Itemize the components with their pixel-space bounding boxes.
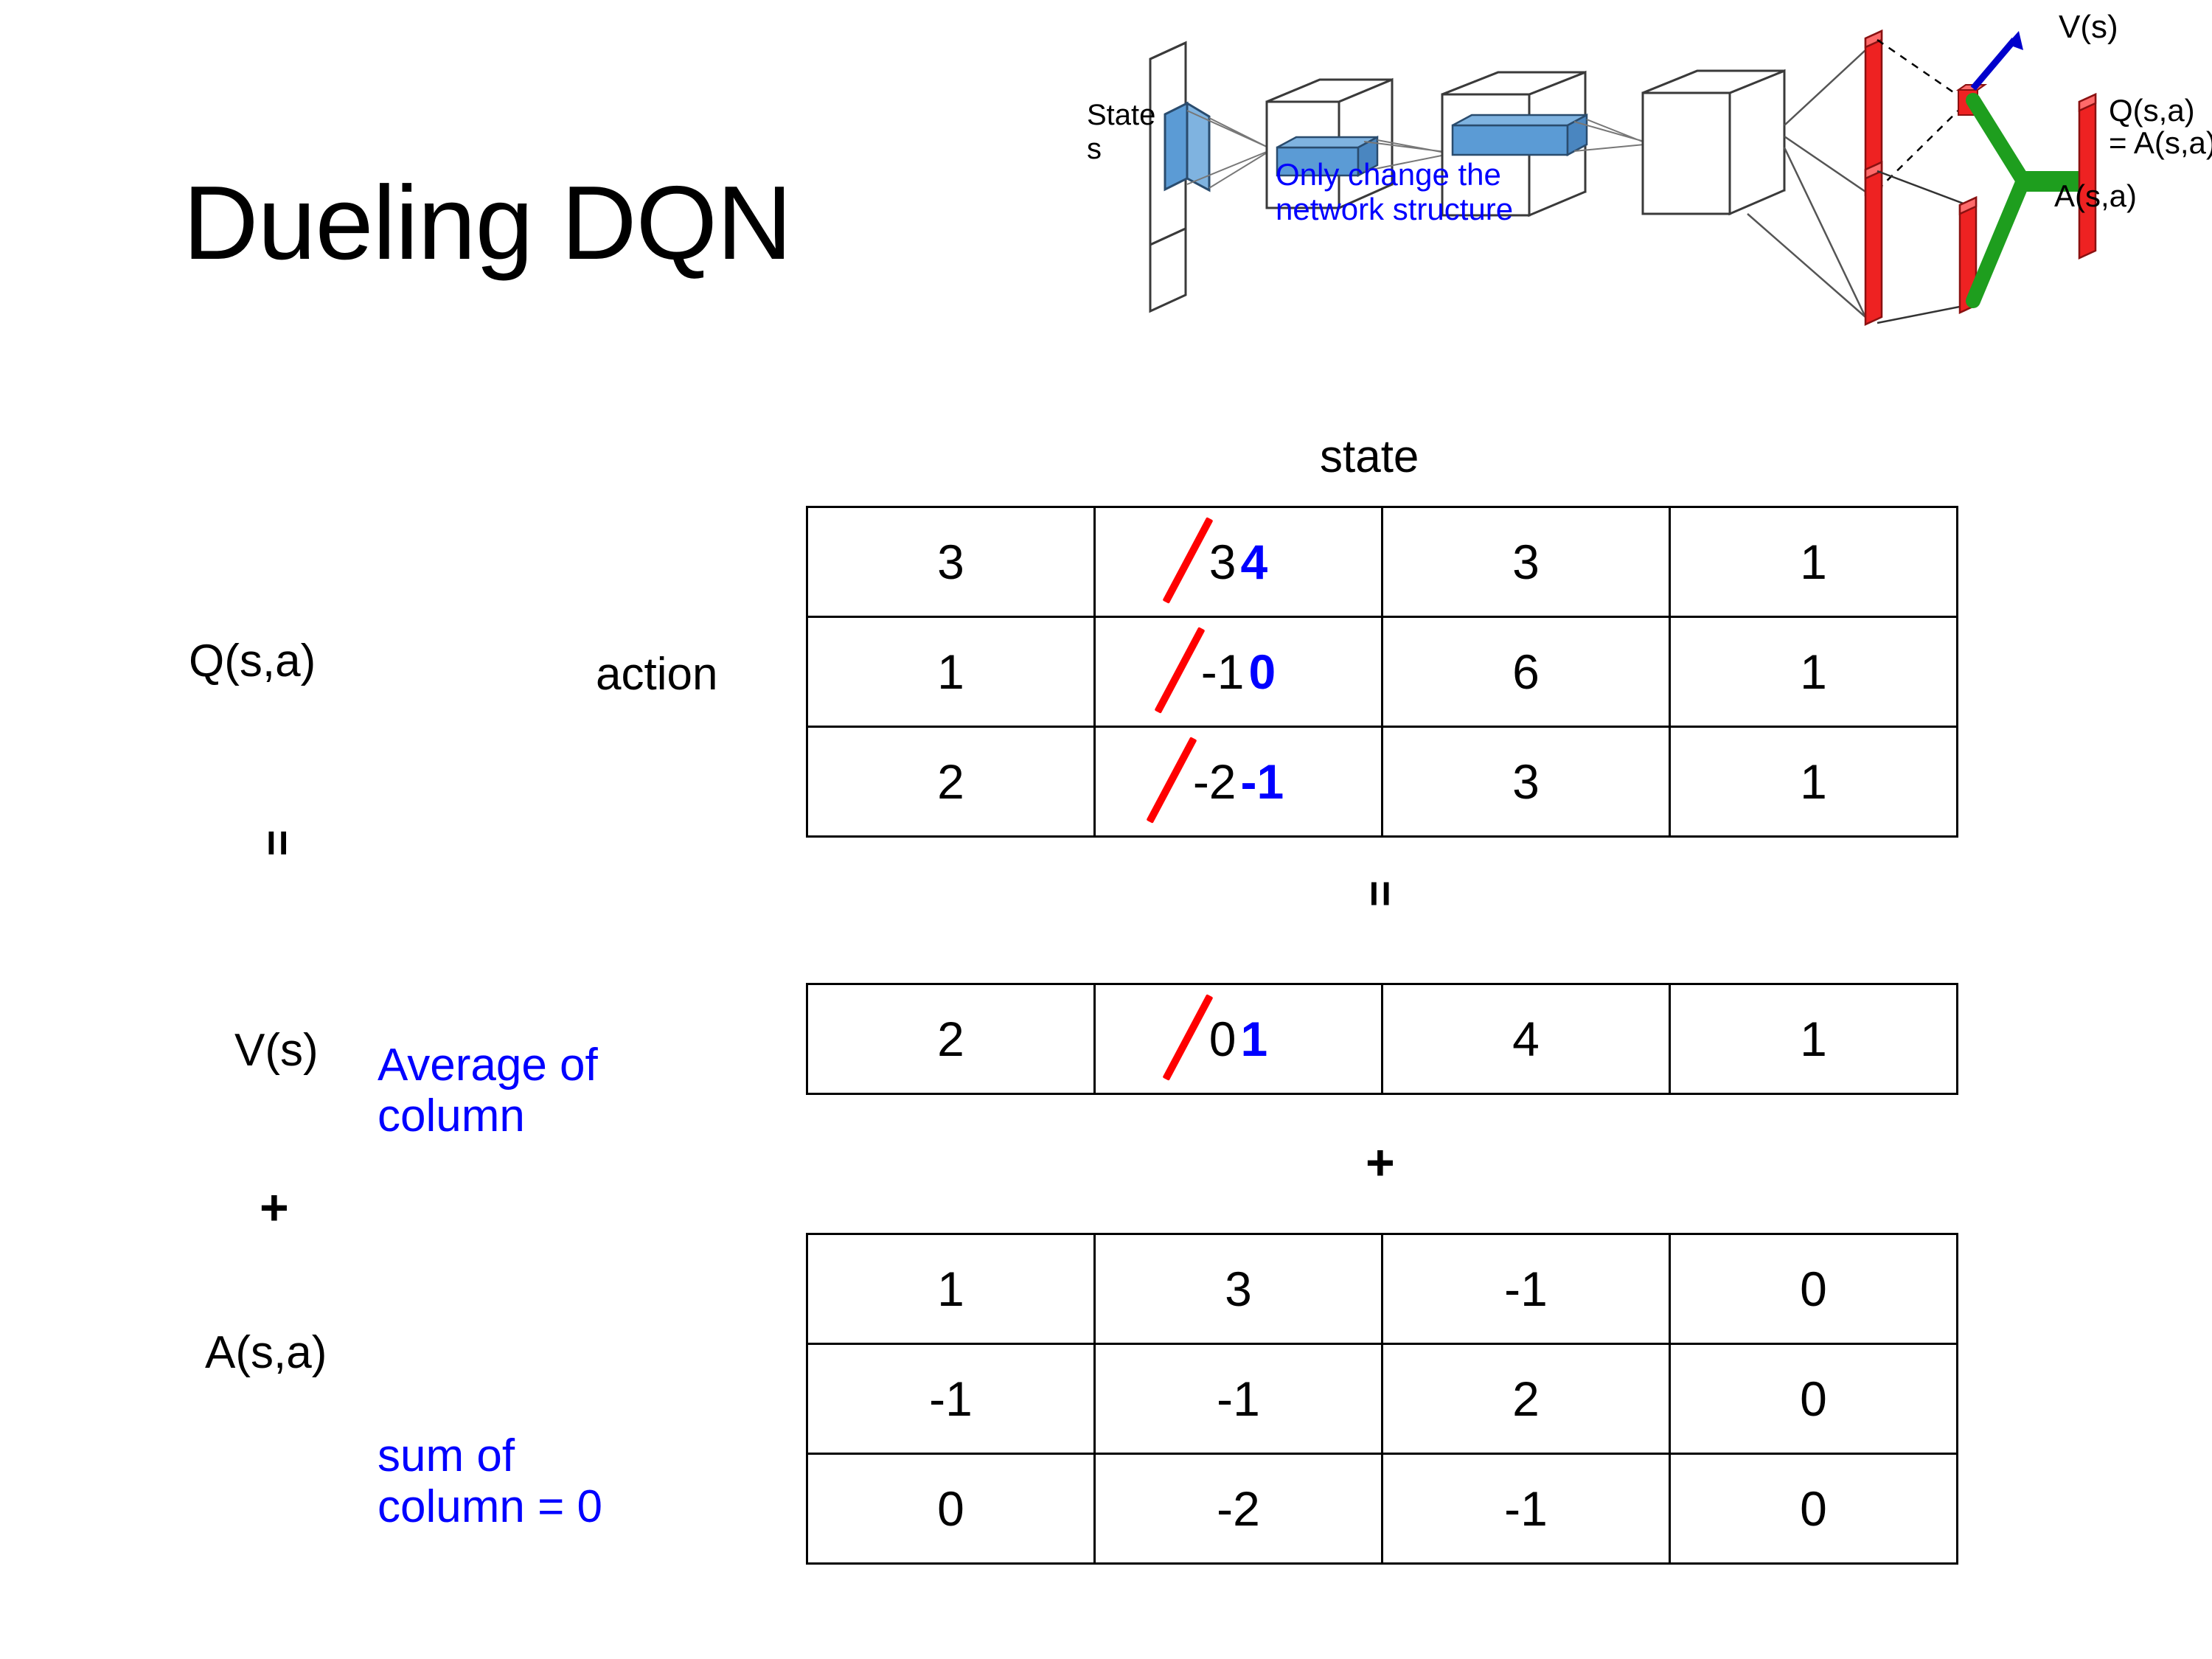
diagram-q-label-line2: = A(s,a)+V(s) [2109,125,2212,160]
plus-operator-middle: + [1366,1135,1395,1191]
q-cell-r1c0[interactable]: 1 [806,616,1096,728]
struck-old-value: -1 [1200,644,1245,699]
action-axis-label: action [596,649,718,700]
cell-value: 4 [1512,1012,1540,1066]
diagram-note-line1: Only change the [1276,157,1501,192]
v-cell-r0c0[interactable]: 2 [806,983,1096,1095]
struck-old-value: 0 [1208,1012,1237,1066]
q-cell-r2c0[interactable]: 2 [806,726,1096,838]
new-value: 0 [1248,644,1276,699]
table-row: 2 -2 -1 3 1 [806,726,1958,838]
q-cell-r0c0[interactable]: 3 [806,506,1096,618]
cell-value: 2 [937,1012,964,1066]
edited-cell: 3 4 [1209,534,1267,590]
sum-of-column-note: sum of column = 0 [378,1430,603,1533]
a-function-label: A(s,a) [205,1327,327,1378]
plus-operator-left: + [260,1180,289,1236]
cell-value: 3 [1512,754,1540,809]
struck-old-value: -2 [1192,754,1237,809]
table-row: 3 3 4 3 1 [806,506,1958,618]
q-cell-r0c2[interactable]: 3 [1381,506,1671,618]
a-value-table: 1 3 -1 0 -1 -1 2 0 0 -2 -1 0 [806,1233,1958,1565]
a-cell-r1c3[interactable]: 0 [1669,1343,1958,1455]
cell-value: 1 [1800,1012,1827,1066]
cell-value: 1 [937,1262,964,1316]
cell-value: -1 [929,1371,973,1426]
cell-value: -1 [1504,1481,1548,1536]
a-cell-r1c1[interactable]: -1 [1093,1343,1383,1455]
edited-cell: -1 0 [1201,644,1276,700]
q-cell-r1c2[interactable]: 6 [1381,616,1671,728]
v-cell-r0c3[interactable]: 1 [1669,983,1958,1095]
a-cell-r0c3[interactable]: 0 [1669,1233,1958,1345]
q-cell-r1c3[interactable]: 1 [1669,616,1958,728]
cell-value: 0 [1800,1481,1827,1536]
cell-value: 3 [1225,1262,1252,1316]
v-value-table: 2 0 1 4 1 [806,983,1958,1095]
dueling-network-diagram: State s Only change the network structur… [1087,7,2212,409]
q-cell-r2c3[interactable]: 1 [1669,726,1958,838]
state-axis-label: state [1320,431,1419,482]
cell-value: 2 [937,754,964,809]
page-title: Dueling DQN [183,164,793,282]
table-row: 1 3 -1 0 [806,1233,1958,1345]
a-cell-r2c3[interactable]: 0 [1669,1453,1958,1565]
a-cell-r0c2[interactable]: -1 [1381,1233,1671,1345]
cell-value: 1 [1800,535,1827,589]
cell-value: 0 [937,1481,964,1536]
table-row: 1 -1 0 6 1 [806,616,1958,728]
diagram-q-label-line1: Q(s,a) [2109,93,2195,128]
q-cell-r1c1[interactable]: -1 0 [1093,616,1383,728]
a-cell-r2c2[interactable]: -1 [1381,1453,1671,1565]
q-cell-r2c1[interactable]: -2 -1 [1093,726,1383,838]
cell-value: 2 [1512,1371,1540,1426]
a-cell-r0c1[interactable]: 3 [1093,1233,1383,1345]
cell-value: -1 [1504,1262,1548,1316]
cell-value: 1 [1800,644,1827,699]
new-value: 4 [1240,535,1268,589]
v-cell-r0c1[interactable]: 0 1 [1093,983,1383,1095]
cell-value: 0 [1800,1262,1827,1316]
table-row: 0 -2 -1 0 [806,1453,1958,1565]
cell-value: 0 [1800,1371,1827,1426]
a-cell-r1c0[interactable]: -1 [806,1343,1096,1455]
table-row: 2 0 1 4 1 [806,983,1958,1095]
a-cell-r0c0[interactable]: 1 [806,1233,1096,1345]
equals-operator-middle: = [1354,880,1406,910]
cell-value: 3 [937,535,964,589]
q-cell-r0c1[interactable]: 3 4 [1093,506,1383,618]
cell-value: 1 [1800,754,1827,809]
q-function-label: Q(s,a) [189,636,316,686]
q-value-table: 3 3 4 3 1 1 -1 0 6 1 2 [806,506,1958,838]
a-cell-r2c0[interactable]: 0 [806,1453,1096,1565]
struck-old-value: 3 [1208,535,1237,589]
table-row: -1 -1 2 0 [806,1343,1958,1455]
diagram-value-label: V(s) [2059,9,2118,45]
edited-cell: 0 1 [1209,1011,1267,1067]
diagram-input-label-s: s [1087,133,1102,165]
diagram-note-line2: network structure [1276,192,1514,226]
average-of-column-note: Average of column [378,1040,598,1142]
edited-cell: -2 -1 [1193,754,1284,810]
q-cell-r0c3[interactable]: 1 [1669,506,1958,618]
cell-value: -2 [1217,1481,1260,1536]
a-cell-r2c1[interactable]: -2 [1093,1453,1383,1565]
new-value: -1 [1240,754,1284,809]
equals-operator-left: = [251,830,303,859]
a-cell-r1c2[interactable]: 2 [1381,1343,1671,1455]
cell-value: 6 [1512,644,1540,699]
cell-value: -1 [1217,1371,1260,1426]
v-cell-r0c2[interactable]: 4 [1381,983,1671,1095]
diagram-advantage-label: A(s,a) [2054,178,2138,213]
cell-value: 1 [937,644,964,699]
cell-value: 3 [1512,535,1540,589]
new-value: 1 [1240,1012,1268,1066]
q-cell-r2c2[interactable]: 3 [1381,726,1671,838]
v-function-label: V(s) [234,1025,319,1076]
diagram-input-label-state: State [1087,99,1156,131]
